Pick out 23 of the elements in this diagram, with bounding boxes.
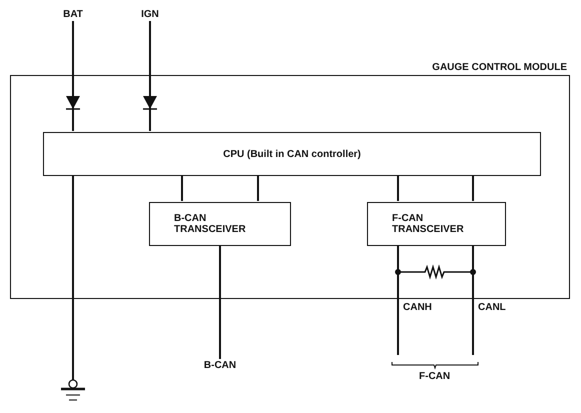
signal-label: CANL	[478, 302, 506, 313]
transceiver-box	[149, 202, 291, 246]
diode-line	[65, 21, 81, 131]
diode-line	[142, 21, 158, 131]
wire	[181, 175, 183, 201]
wire	[472, 245, 474, 355]
transceiver-label: B-CAN TRANSCEIVER	[174, 213, 246, 235]
terminal-label: BAT	[62, 9, 84, 20]
module-title: GAUGE CONTROL MODULE	[432, 62, 567, 73]
cpu-label: CPU (Built in CAN controller)	[222, 149, 362, 160]
wire	[472, 175, 474, 201]
transceiver-box	[367, 202, 506, 246]
transceiver-label: F-CAN TRANSCEIVER	[392, 213, 464, 235]
wire	[72, 175, 74, 380]
wire	[397, 175, 399, 201]
terminal-label: B-CAN	[202, 360, 238, 371]
terminal-label: IGN	[140, 9, 160, 20]
wire	[257, 175, 259, 201]
signal-label: CANH	[403, 302, 432, 313]
wire	[397, 245, 399, 355]
wire	[219, 245, 221, 359]
bus-label: F-CAN	[419, 371, 450, 382]
cpu-box	[43, 132, 541, 176]
